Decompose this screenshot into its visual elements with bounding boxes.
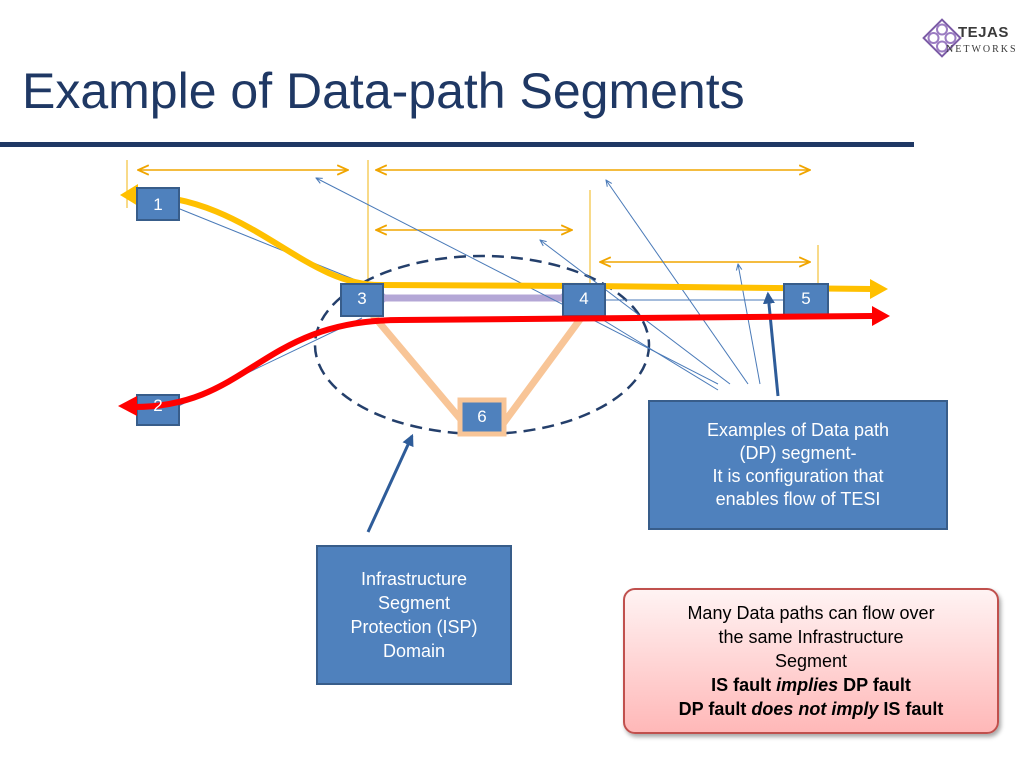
logo-wordmark: TEJAS	[958, 24, 1009, 41]
node-6-box	[457, 397, 507, 437]
isp-callout-line2: Segment	[377, 593, 451, 613]
dp-segment-callout: Examples of Data path (DP) segment- It i…	[648, 400, 948, 530]
ring-links	[368, 310, 588, 432]
node-6-label: 6	[477, 407, 487, 426]
red-data-path	[133, 313, 873, 410]
note-line5-c: IS fault	[878, 699, 944, 719]
dp-callout-line1: Examples of Data path	[706, 420, 890, 440]
segment-span-arrows	[138, 170, 810, 262]
yellow-data-path	[133, 192, 873, 292]
node-3-box	[340, 283, 384, 317]
node-5-label: 5	[801, 289, 811, 308]
node-1-label: 1	[153, 195, 163, 214]
note-line4-emphasis: implies	[776, 675, 839, 695]
note-line3: Segment	[774, 651, 848, 671]
isp-domain-callout: Infrastructure Segment Protection (ISP) …	[316, 545, 512, 685]
note-line5-emphasis: does not imply	[751, 699, 879, 719]
isp-callout-pointer	[366, 433, 414, 533]
dp-callout-line2: (DP) segment-	[739, 443, 857, 463]
node-2-label: 2	[153, 396, 163, 415]
red-path-arrowhead-right	[872, 306, 890, 326]
node-3-label: 3	[357, 289, 367, 308]
pointer-lines	[169, 178, 812, 411]
fault-note-box: Many Data paths can flow over the same I…	[623, 588, 999, 734]
isp-callout-line4: Domain	[382, 641, 446, 661]
isp-domain-ellipse	[313, 254, 651, 436]
note-line1: Many Data paths can flow over	[687, 603, 935, 623]
note-line5: DP fault does not imply IS fault	[625, 697, 997, 721]
node-boxes	[136, 187, 829, 426]
isp-callout-line3: Protection (ISP)	[350, 617, 478, 637]
logo-subwordmark: NETWORKS	[946, 44, 1018, 55]
title-underline	[0, 142, 914, 147]
node-4-label: 4	[579, 289, 589, 308]
dp-callout-line4: enables flow of TESI	[715, 489, 881, 509]
note-line4-c: DP fault	[838, 675, 911, 695]
slide-title: Example of Data-path Segments	[22, 63, 745, 119]
node-1-box	[136, 187, 180, 221]
yellow-path-arrowhead-right	[870, 279, 888, 299]
isp-callout-line1: Infrastructure	[360, 569, 468, 589]
note-line5-a: DP fault	[678, 699, 752, 719]
segment-extent-markers	[126, 160, 819, 285]
red-path-arrowhead-left	[118, 396, 137, 416]
note-line4-a: IS fault	[711, 675, 777, 695]
note-line4: IS fault implies DP fault	[625, 673, 997, 697]
tejas-logo-icon	[922, 18, 962, 58]
note-line2: the same Infrastructure	[718, 627, 904, 647]
node-5-box	[783, 283, 829, 317]
dp-callout-line3: It is configuration that	[712, 466, 884, 486]
node-4-box	[562, 283, 606, 317]
yellow-path-arrowhead-left	[120, 184, 138, 206]
dp-callout-pointer	[762, 291, 780, 397]
